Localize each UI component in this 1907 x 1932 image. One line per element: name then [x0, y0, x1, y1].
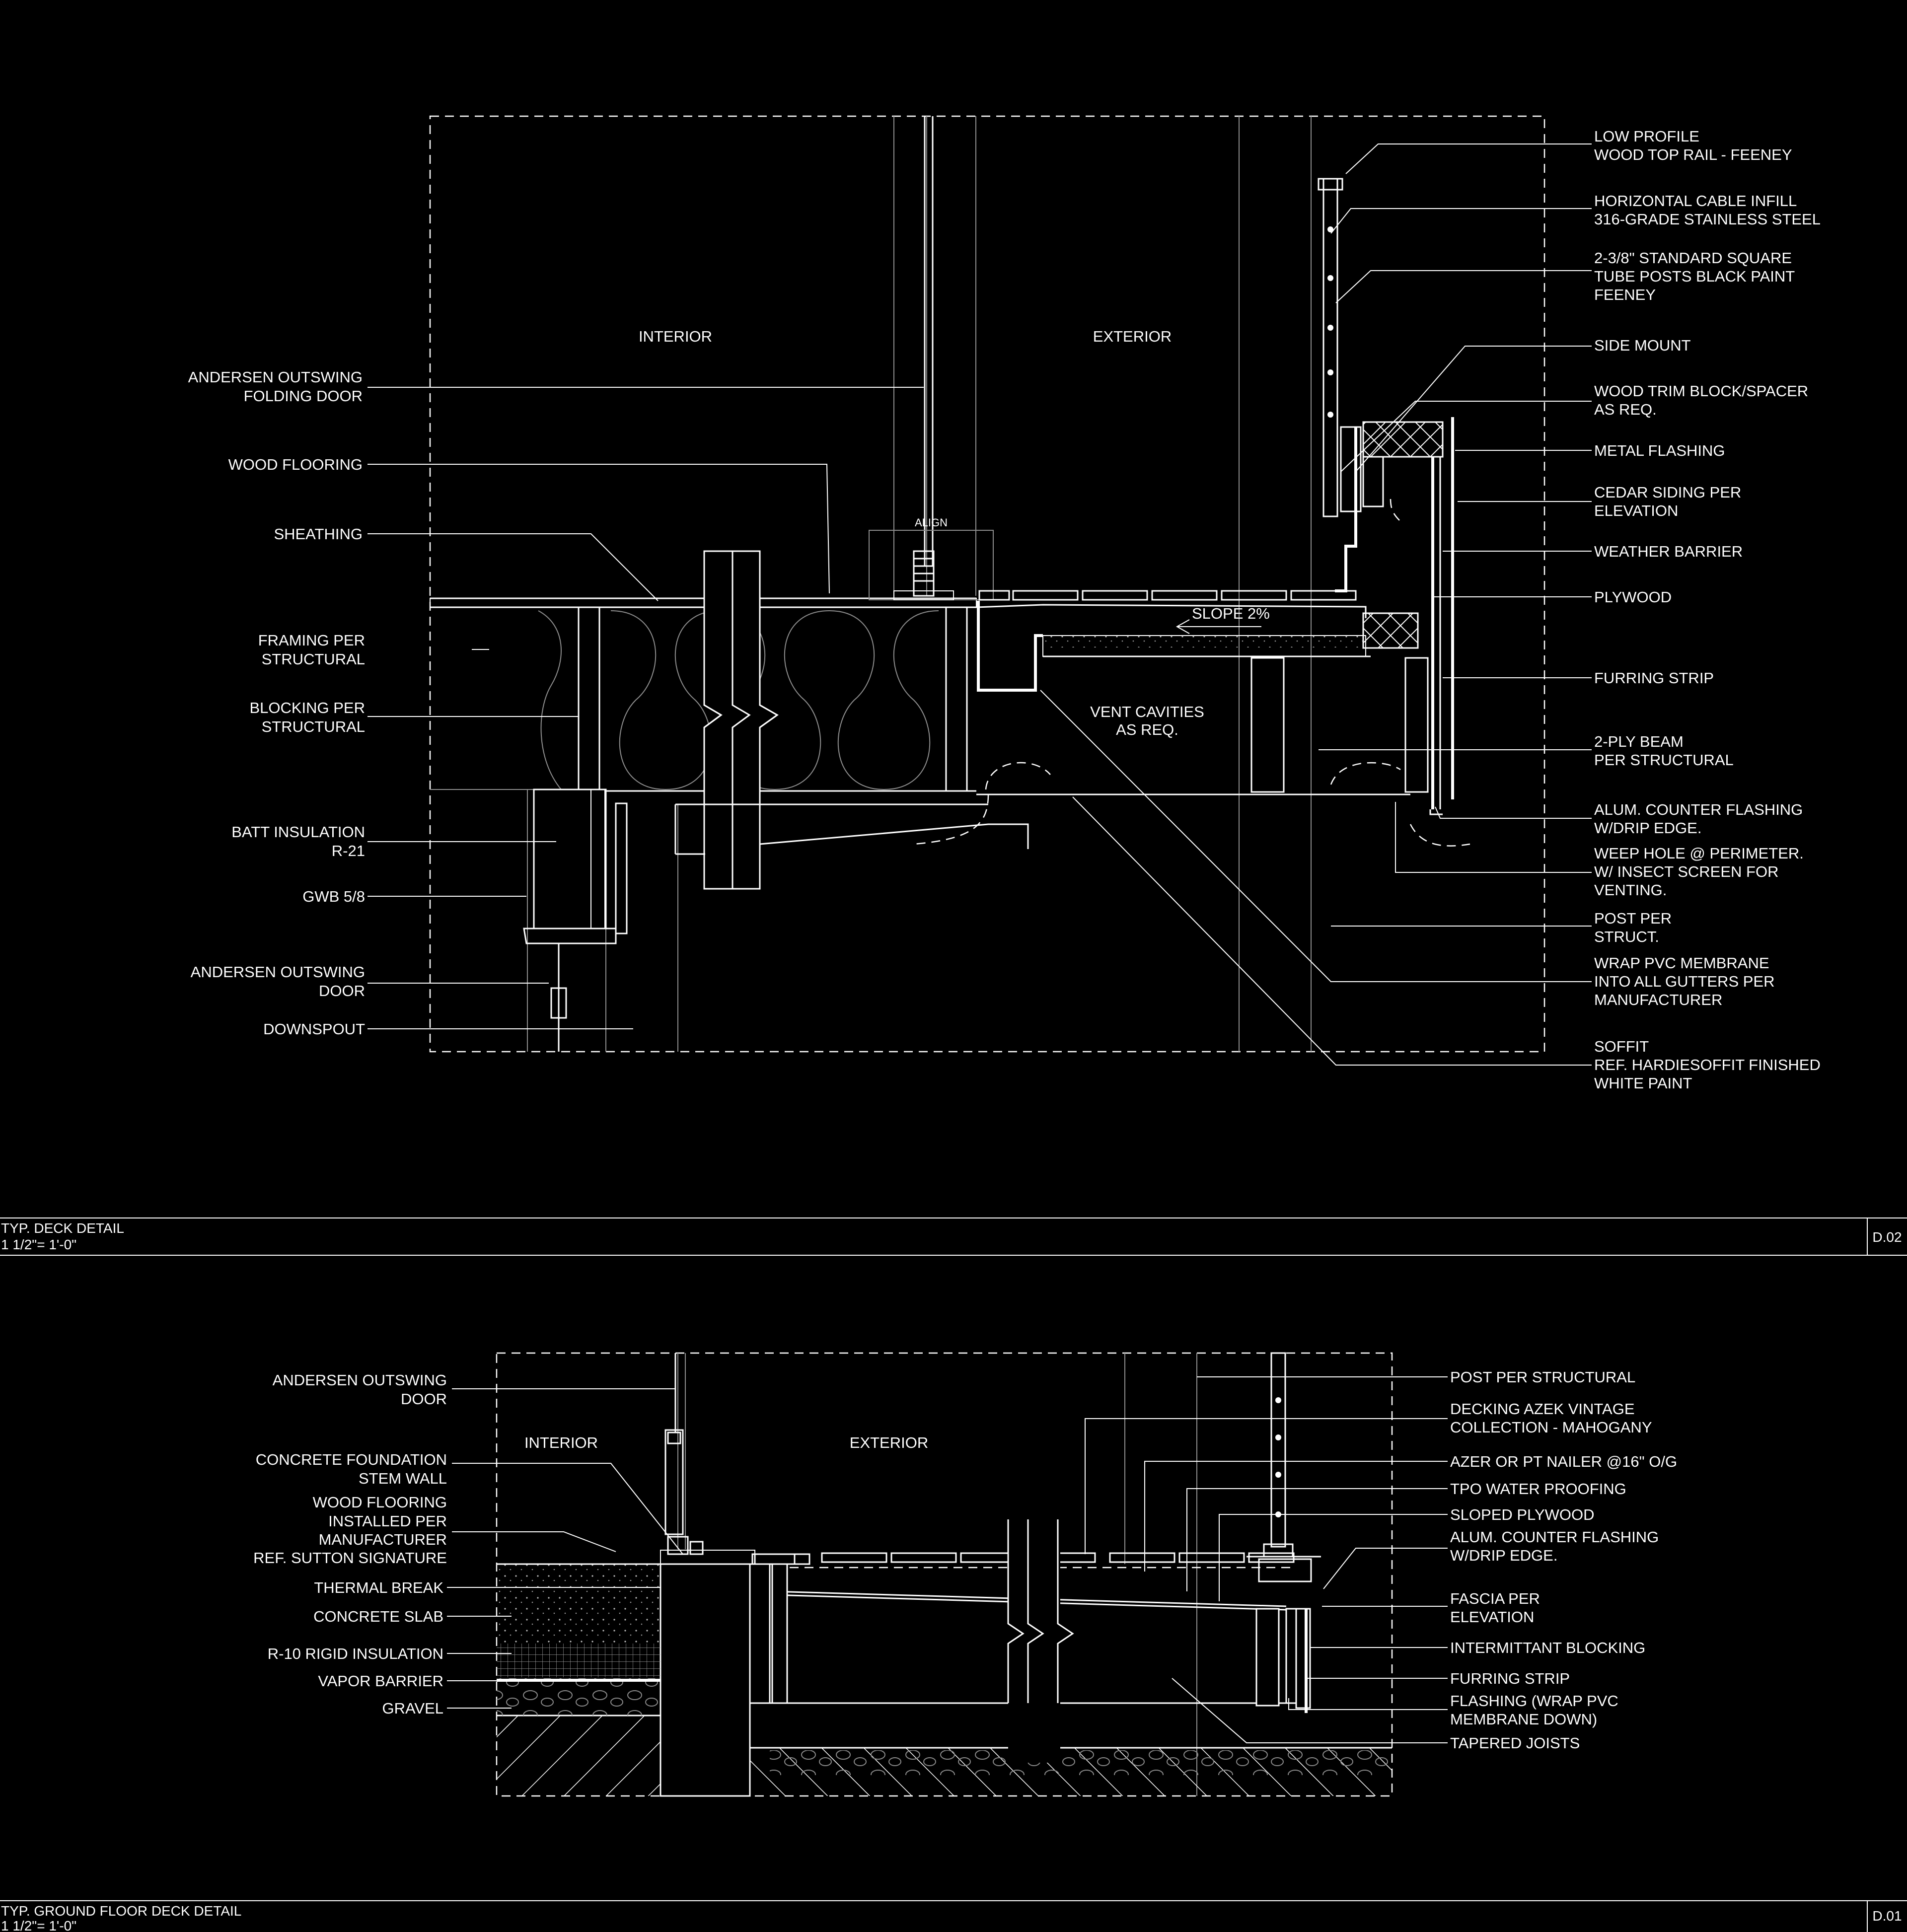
label-gwb: GWB 5/8: [302, 888, 365, 905]
detail-boundary: [496, 1352, 1393, 1797]
sheet-number: D.02: [1872, 1229, 1902, 1245]
label-furring-strip: FURRING STRIP: [1594, 669, 1714, 687]
leaders-right: [1040, 143, 1592, 1066]
detail-scale: 1 1/2"= 1'-0": [1, 1237, 76, 1252]
label-post-per-structural: POST PER STRUCTURAL: [1450, 1368, 1635, 1386]
detail-d02: INTERIOR EXTERIOR VENT CAVITIES AS REQ. …: [0, 115, 1907, 1256]
floor-assembly: [430, 550, 1029, 1052]
label-thermal-break: THERMAL BREAK: [314, 1579, 443, 1596]
align-note: ALIGN: [915, 516, 948, 529]
label-sheathing: SHEATHING: [274, 525, 363, 543]
sheet-number: D.01: [1872, 1908, 1902, 1924]
label-weather-barrier: WEATHER BARRIER: [1594, 543, 1743, 560]
leaders-right: [1085, 1376, 1448, 1743]
label-vapor-barrier: VAPOR BARRIER: [318, 1672, 443, 1690]
label-sloped-plywood: SLOPED PLYWOOD: [1450, 1506, 1595, 1523]
label-gravel: GRAVEL: [382, 1700, 443, 1717]
labels-right: POST PER STRUCTURAL DECKING AZEK VINTAGE…: [1450, 1368, 1677, 1752]
deck-assembly: [660, 1352, 1321, 1763]
door-sill: [869, 530, 994, 600]
deck-assembly: [913, 178, 1470, 847]
label-nailer: AZER OR PT NAILER @16" O/G: [1450, 1453, 1677, 1470]
room-label-interior: INTERIOR: [639, 328, 712, 345]
room-label-interior: INTERIOR: [524, 1434, 598, 1451]
label-downspout: DOWNSPOUT: [263, 1020, 365, 1038]
leaders-left: [367, 387, 924, 1029]
label-plywood: PLYWOOD: [1594, 588, 1672, 606]
label-intermittant-blocking: INTERMITTANT BLOCKING: [1450, 1639, 1645, 1656]
detail-boundary: [429, 115, 1545, 1053]
vent-cavities-label-2: AS REQ.: [1116, 721, 1178, 738]
detail-d01: INTERIOR EXTERIOR: [0, 1352, 1907, 1932]
label-rigid-insulation: R-10 RIGID INSULATION: [268, 1645, 443, 1662]
label-metal-flashing: METAL FLASHING: [1594, 442, 1725, 459]
title-block-d01: TYP. GROUND FLOOR DECK DETAIL 1 1/2"= 1'…: [0, 1900, 1907, 1932]
room-label-exterior: EXTERIOR: [850, 1434, 928, 1451]
title-block-d02: TYP. DECK DETAIL 1 1/2"= 1'-0" D.02: [0, 1217, 1907, 1256]
detail-title: TYP. DECK DETAIL: [1, 1220, 124, 1236]
label-tpo-waterproofing: TPO WATER PROOFING: [1450, 1480, 1626, 1498]
label-weep-hole: WEEP HOLE @ PERIMETER.W/ INSECT SCREEN F…: [1594, 845, 1804, 899]
detail-scale: 1 1/2"= 1'-0": [1, 1918, 76, 1932]
vent-cavities-label: VENT CAVITIES: [1090, 703, 1204, 720]
label-wood-flooring: WOOD FLOORING: [228, 456, 363, 473]
label-tapered-joists: TAPERED JOISTS: [1450, 1734, 1580, 1752]
room-label-exterior: EXTERIOR: [1093, 328, 1172, 345]
slope-note: SLOPE 2%: [1192, 605, 1270, 622]
reference-lines: [674, 1353, 1197, 1796]
detail-title: TYP. GROUND FLOOR DECK DETAIL: [1, 1903, 241, 1919]
label-furring-strip: FURRING STRIP: [1450, 1670, 1570, 1687]
label-side-mount: SIDE MOUNT: [1594, 337, 1691, 354]
label-concrete-slab: CONCRETE SLAB: [313, 1608, 443, 1625]
leaders-left: [447, 1388, 683, 1709]
